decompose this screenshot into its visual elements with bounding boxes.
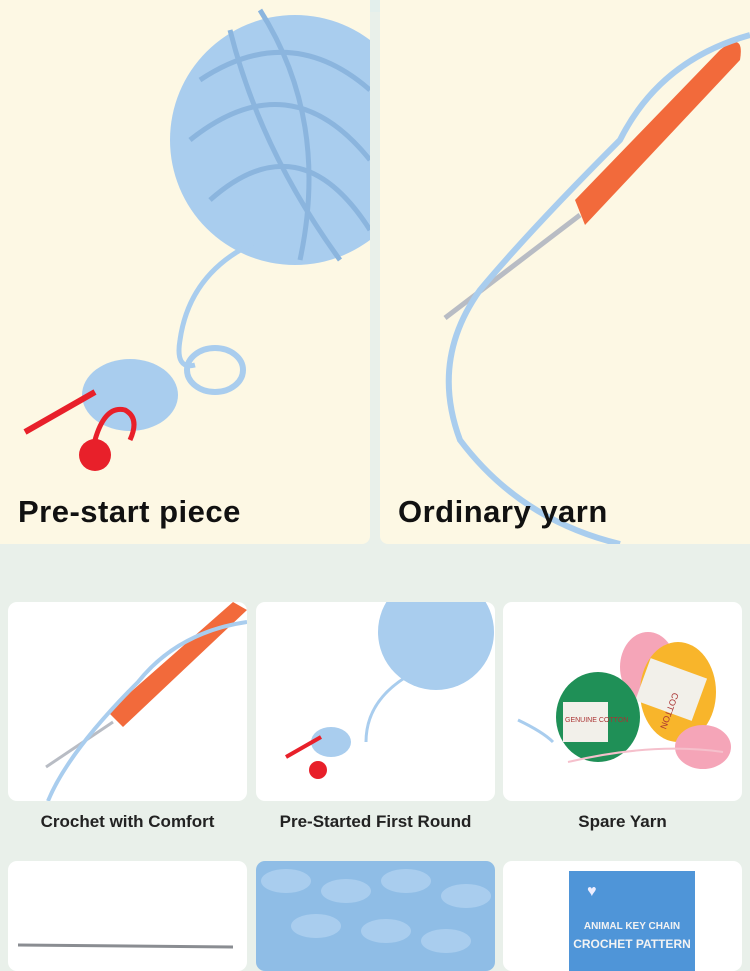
panel-label: Ordinary yarn bbox=[398, 494, 608, 529]
ordinary-yarn-photo bbox=[443, 32, 750, 544]
pattern-book: ♥ ANIMAL KEY CHAIN CROCHET PATTERN bbox=[569, 871, 695, 971]
pattern-title-line1: ANIMAL KEY CHAIN bbox=[583, 921, 681, 932]
pre-started-round-photo bbox=[285, 602, 494, 779]
feature-card-crochet-comfort bbox=[8, 602, 247, 801]
yarn-texture-photo bbox=[261, 869, 491, 953]
feature-card-needle bbox=[8, 861, 247, 971]
green-yarn-label: GENUINE COTTON bbox=[565, 717, 628, 724]
panel-label: Pre-start piece bbox=[18, 494, 241, 529]
spare-yarn-photo: COTTON GENUINE COTTON bbox=[517, 632, 731, 769]
feature-card-yarn-texture bbox=[256, 861, 495, 971]
feature-card-pre-started bbox=[256, 602, 495, 801]
feature-caption: Pre-Started First Round bbox=[279, 812, 472, 831]
feature-card-pattern: ♥ ANIMAL KEY CHAIN CROCHET PATTERN bbox=[503, 861, 742, 971]
feature-caption: Spare Yarn bbox=[578, 812, 667, 831]
top-section: Pre-start piece Ordinary yarn bbox=[0, 0, 750, 544]
pattern-title-line2: CROCHET PATTERN bbox=[573, 937, 691, 951]
yarn-needle-photo bbox=[17, 943, 234, 949]
panel-ordinary-yarn: Ordinary yarn bbox=[380, 0, 750, 544]
pre-start-piece-photo bbox=[23, 8, 370, 471]
panel-pre-start-piece: Pre-start piece bbox=[0, 0, 370, 544]
feature-card-spare-yarn: COTTON GENUINE COTTON bbox=[503, 602, 742, 801]
heart-icon: ♥ bbox=[587, 883, 597, 900]
feature-caption: Crochet with Comfort bbox=[40, 812, 215, 831]
crochet-hook-photo bbox=[45, 602, 247, 801]
